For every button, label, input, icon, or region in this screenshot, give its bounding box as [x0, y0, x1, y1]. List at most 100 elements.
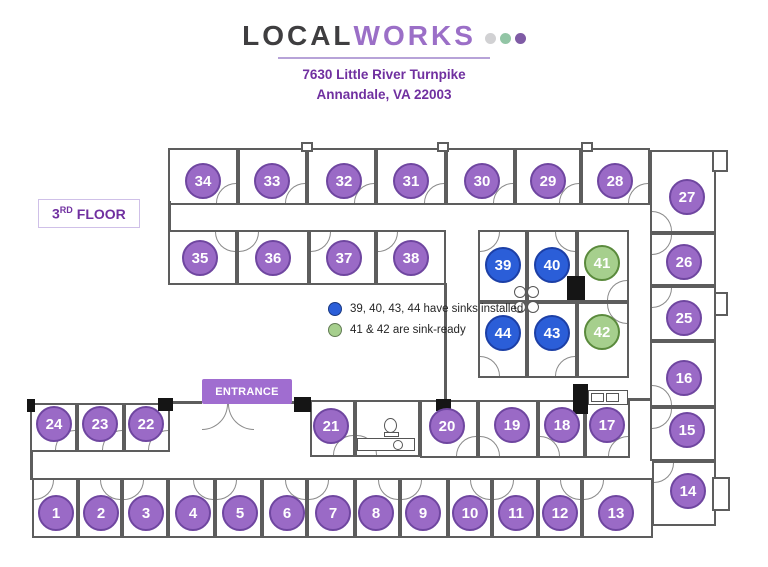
legend-text: 41 & 42 are sink-ready — [350, 324, 466, 336]
room-circle-27: 27 — [669, 179, 705, 215]
floor-ordinal: RD — [59, 205, 73, 215]
room-circle-29: 29 — [530, 163, 566, 199]
room-circle-28: 28 — [597, 163, 633, 199]
sink-icon — [384, 418, 397, 433]
fixture — [591, 393, 604, 402]
room-circle-1: 1 — [38, 495, 74, 531]
room-circle-7: 7 — [315, 495, 351, 531]
sink-icon — [527, 286, 539, 298]
legend-item-sink-ready: 41 & 42 are sink-ready — [328, 323, 523, 337]
wall — [168, 201, 171, 232]
room-circle-11: 11 — [498, 495, 534, 531]
header-divider — [278, 57, 490, 59]
room-circle-8: 8 — [358, 495, 394, 531]
structural-column — [567, 276, 585, 300]
logo-dot-green-icon — [499, 33, 511, 44]
structural-column — [27, 399, 35, 412]
entrance-door-arc — [202, 404, 228, 430]
room-circle-37: 37 — [326, 240, 362, 276]
room-circle-2: 2 — [83, 495, 119, 531]
room-circle-26: 26 — [666, 244, 702, 280]
address: 7630 Little River Turnpike Annandale, VA… — [302, 65, 465, 106]
room-circle-12: 12 — [542, 495, 578, 531]
door-arc — [654, 463, 674, 483]
logo-text-works: WORKS — [353, 20, 476, 51]
header: LOCAL WORKS 7630 Little River Turnpike A… — [0, 20, 768, 106]
legend-dot-blue-icon — [328, 302, 342, 316]
window-frame — [712, 150, 728, 172]
fixture — [357, 438, 415, 451]
window-frame — [437, 142, 449, 152]
door-arc — [652, 288, 672, 308]
structural-column — [158, 398, 173, 411]
window-frame — [301, 142, 313, 152]
entrance-badge: ENTRANCE — [202, 379, 292, 404]
room-circle-17: 17 — [589, 407, 625, 443]
room-circle-36: 36 — [255, 240, 291, 276]
wall — [30, 450, 33, 480]
room-circle-31: 31 — [393, 163, 429, 199]
window-frame — [712, 477, 730, 511]
floor-suffix: FLOOR — [76, 205, 126, 222]
sink-icon — [527, 301, 539, 313]
room-circle-39: 39 — [485, 247, 521, 283]
room-circle-21: 21 — [313, 408, 349, 444]
entrance-door-arc — [228, 404, 254, 430]
room-circle-33: 33 — [254, 163, 290, 199]
door-arc — [555, 356, 575, 376]
room-circle-10: 10 — [452, 495, 488, 531]
room-circle-20: 20 — [429, 408, 465, 444]
legend-dot-green-icon — [328, 323, 342, 337]
room-circle-23: 23 — [82, 406, 118, 442]
logo: LOCAL WORKS — [242, 20, 526, 52]
legend-item-sinks-installed: 39, 40, 43, 44 have sinks installed — [328, 302, 523, 316]
wall — [628, 398, 652, 401]
room-circle-43: 43 — [534, 315, 570, 351]
logo-dots-icon — [484, 33, 526, 44]
room-circle-44: 44 — [485, 315, 521, 351]
wall — [444, 283, 447, 401]
room-circle-6: 6 — [269, 495, 305, 531]
room-circle-41: 41 — [584, 245, 620, 281]
legend-text: 39, 40, 43, 44 have sinks installed — [350, 303, 524, 315]
room-circle-16: 16 — [666, 360, 702, 396]
door-arc — [480, 436, 500, 456]
room-circle-40: 40 — [534, 247, 570, 283]
address-line1: 7630 Little River Turnpike — [302, 67, 466, 82]
structural-column — [573, 384, 588, 414]
logo-dot-purple-icon — [514, 33, 526, 44]
room-circle-22: 22 — [128, 406, 164, 442]
room-circle-18: 18 — [544, 407, 580, 443]
door-arc — [652, 211, 672, 231]
door-arc — [584, 480, 604, 500]
address-line2: Annandale, VA 22003 — [316, 87, 452, 103]
window-frame — [714, 292, 728, 316]
legend: 39, 40, 43, 44 have sinks installed 41 &… — [328, 302, 523, 344]
wall — [170, 401, 202, 404]
room-circle-35: 35 — [182, 240, 218, 276]
logo-dot-gray-icon — [484, 33, 496, 44]
structural-column — [294, 397, 311, 412]
room-circle-4: 4 — [175, 495, 211, 531]
room-circle-38: 38 — [393, 240, 429, 276]
sink-icon — [514, 301, 526, 313]
room-circle-34: 34 — [185, 163, 221, 199]
sink-icon — [514, 286, 526, 298]
room-circle-24: 24 — [36, 406, 72, 442]
room-circle-9: 9 — [405, 495, 441, 531]
fixture — [606, 393, 619, 402]
window-frame — [581, 142, 593, 152]
door-arc — [480, 356, 500, 376]
logo-text-local: LOCAL — [242, 20, 354, 51]
sink-icon — [393, 440, 403, 450]
room-circle-14: 14 — [670, 473, 706, 509]
room-circle-25: 25 — [666, 300, 702, 336]
floor-number: 3 — [52, 205, 60, 222]
room-circle-5: 5 — [222, 495, 258, 531]
room-circle-42: 42 — [584, 314, 620, 350]
room-circle-19: 19 — [494, 407, 530, 443]
room-circle-13: 13 — [598, 495, 634, 531]
